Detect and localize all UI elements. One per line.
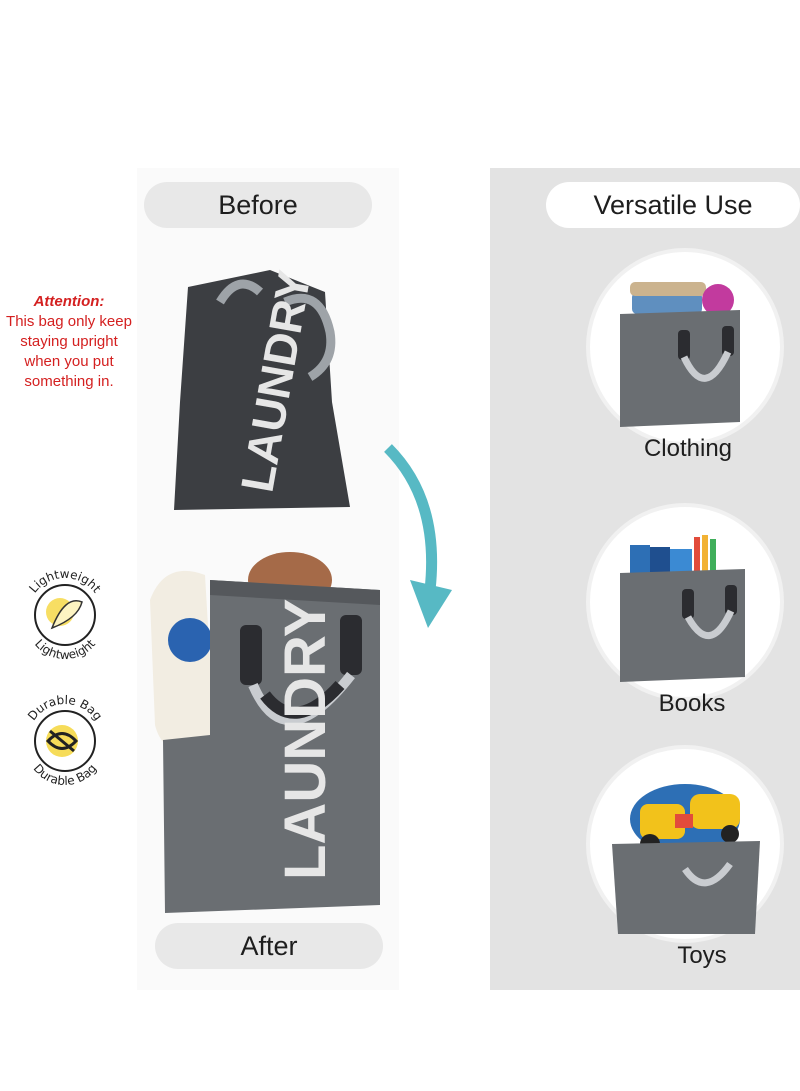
versatile-use-title-text: Versatile Use bbox=[593, 189, 753, 220]
shirt-print bbox=[168, 618, 212, 662]
attention-line-2: staying upright bbox=[20, 333, 118, 350]
handle-grip-right bbox=[340, 615, 362, 675]
category-books-label: Books bbox=[658, 690, 726, 717]
after-label-text: After bbox=[240, 930, 298, 961]
toys-bag-image bbox=[612, 784, 760, 934]
books-bag-image bbox=[620, 535, 745, 682]
attention-note: Attention: This bag only keep staying up… bbox=[0, 292, 138, 392]
category-clothing-label: Clothing bbox=[643, 435, 733, 462]
shirt bbox=[150, 570, 215, 752]
durable-bag-badge: Durable Bag Durable Bag bbox=[25, 693, 105, 788]
bag-handle-right bbox=[283, 293, 336, 381]
collapsed-bag-image: LAUNDRY bbox=[174, 267, 350, 510]
versatile-use-title: Versatile Use bbox=[546, 182, 800, 228]
attention-line-3: when you put bbox=[24, 353, 114, 370]
attention-line-4: something in. bbox=[24, 373, 114, 390]
toys-image-circle bbox=[586, 745, 784, 943]
upright-bag-image: LAUNDRY bbox=[150, 552, 380, 913]
after-label: After bbox=[155, 923, 383, 969]
curved-arrow-icon bbox=[384, 444, 452, 628]
upright-bag-text: LAUNDRY bbox=[273, 599, 338, 880]
category-toys-label: Toys bbox=[677, 942, 727, 969]
before-label: Before bbox=[144, 182, 372, 228]
clothing-bag-image bbox=[620, 282, 740, 427]
clothing-image-circle bbox=[586, 248, 784, 446]
books-image-circle bbox=[586, 503, 784, 701]
handle-grip-left bbox=[240, 625, 262, 685]
attention-title: Attention: bbox=[33, 293, 105, 310]
bag-handle-left bbox=[216, 279, 264, 305]
attention-line-1: This bag only keep bbox=[6, 313, 132, 330]
before-label-text: Before bbox=[218, 189, 298, 220]
lightweight-badge: Lightweight Lightweight bbox=[26, 567, 104, 662]
